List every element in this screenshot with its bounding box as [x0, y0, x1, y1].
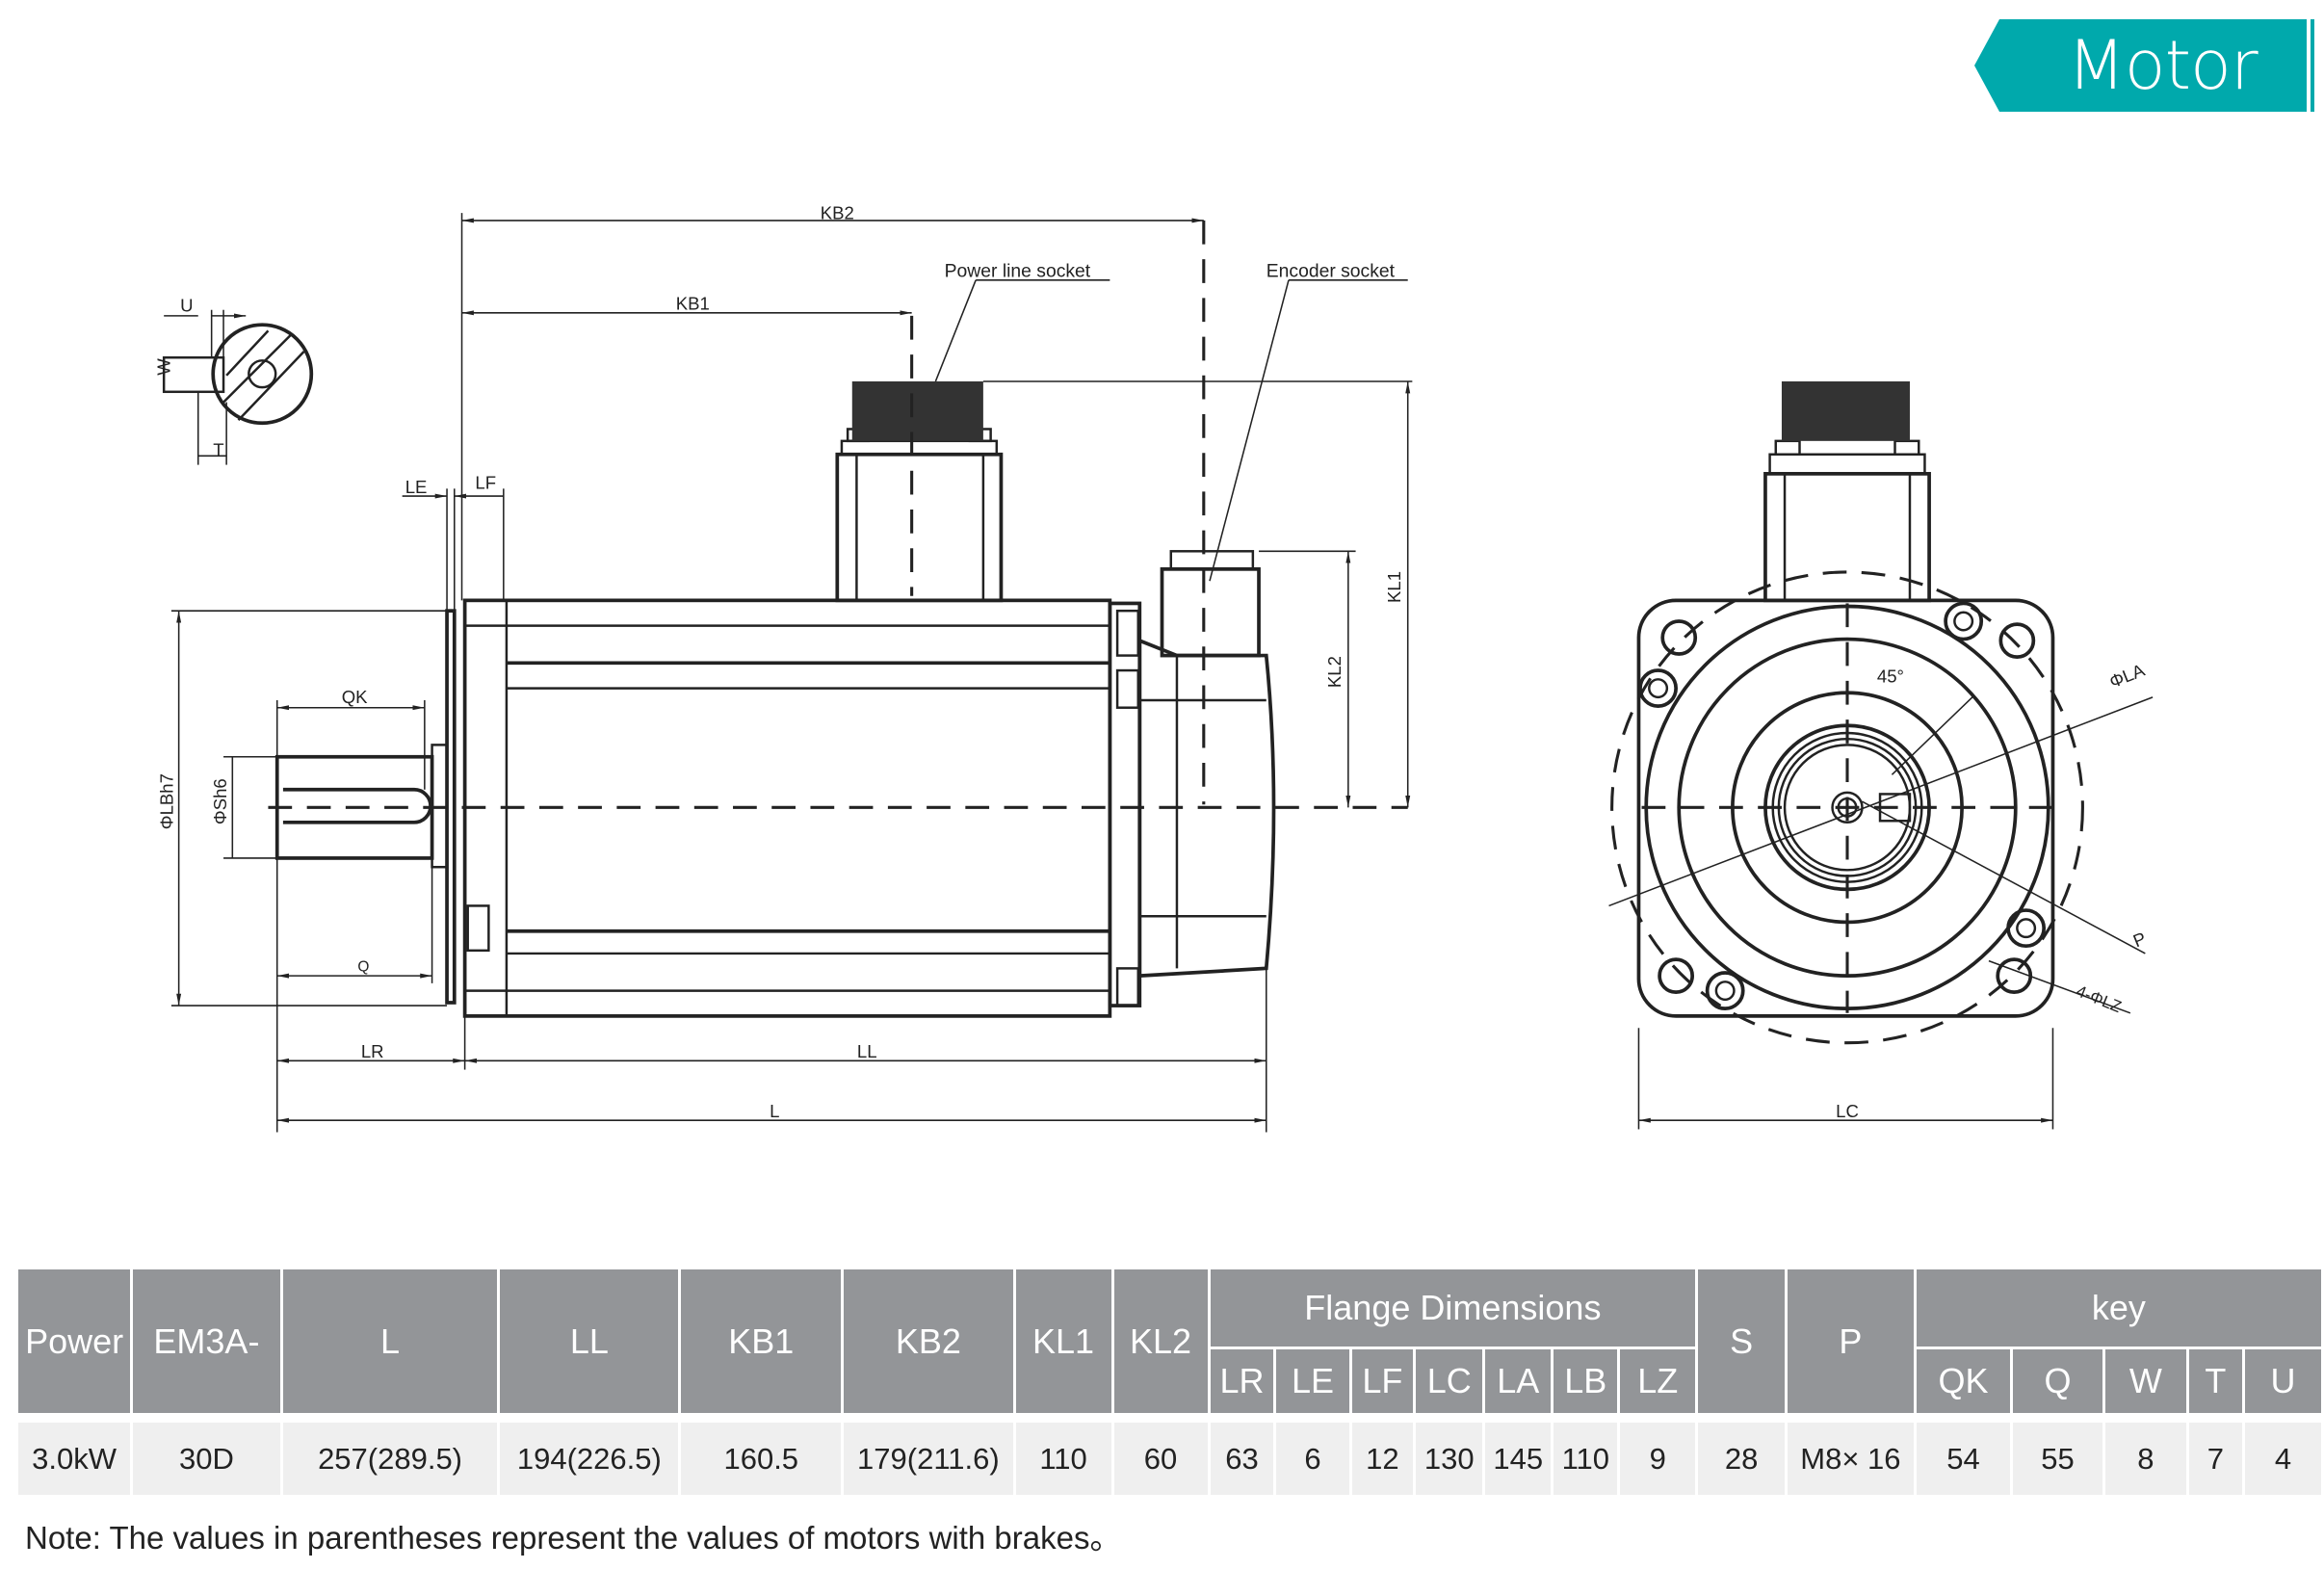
motor-size-badge: Motor size	[1974, 19, 2317, 197]
header-p: P	[1787, 1269, 1914, 1413]
cell-kl2: 60	[1113, 1423, 1208, 1495]
motor-front-view: 45° ΦLA P 4-ΦLZ LC	[1608, 380, 2154, 1130]
badge-title: Motor size	[2067, 26, 2258, 197]
motor-side-view	[268, 220, 1408, 1018]
cell-t: 7	[2188, 1423, 2242, 1495]
header-qk: QK	[1916, 1349, 2011, 1413]
cell-p: M8× 16	[1787, 1423, 1914, 1495]
header-ll: LL	[500, 1269, 679, 1413]
header-kb1: KB1	[681, 1269, 842, 1413]
cell-qk: 54	[1916, 1423, 2011, 1495]
svg-text:Q: Q	[357, 958, 369, 975]
svg-text:L: L	[770, 1101, 779, 1121]
cell-lf: 12	[1351, 1423, 1414, 1495]
svg-text:LR: LR	[361, 1041, 384, 1061]
header-t: T	[2188, 1349, 2242, 1413]
header-flange: Flange Dimensions	[1210, 1269, 1696, 1347]
header-model: EM3A-	[133, 1269, 280, 1413]
side-view-dimensions: KB2 KB1 Power line socket Encoder socket…	[156, 202, 1413, 1133]
svg-text:KB1: KB1	[676, 294, 710, 314]
svg-text:LC: LC	[1836, 1101, 1859, 1121]
badge-shape	[1974, 19, 2314, 112]
header-lr: LR	[1210, 1349, 1274, 1413]
header-u: U	[2244, 1349, 2321, 1413]
header-key: key	[1916, 1269, 2321, 1347]
header-lf: LF	[1351, 1349, 1414, 1413]
cell-la: 145	[1485, 1423, 1552, 1495]
svg-text:KL1: KL1	[1384, 571, 1404, 603]
svg-text:LL: LL	[857, 1041, 877, 1061]
svg-text:45°: 45°	[1877, 666, 1904, 686]
svg-text:Power line socket: Power line socket	[945, 262, 1091, 282]
cell-kb1: 160.5	[681, 1423, 842, 1495]
svg-text:T: T	[213, 439, 223, 459]
brake-note: Note: The values in parentheses represen…	[25, 1520, 1122, 1556]
cell-u: 4	[2244, 1423, 2321, 1495]
cell-le: 6	[1276, 1423, 1349, 1495]
header-kb2: KB2	[844, 1269, 1013, 1413]
cell-ll: 194(226.5)	[500, 1423, 679, 1495]
header-l: L	[282, 1269, 498, 1413]
cell-lc: 130	[1416, 1423, 1483, 1495]
table-row: 3.0kW 30D 257(289.5) 194(226.5) 160.5 17…	[18, 1423, 2321, 1495]
header-lb: LB	[1554, 1349, 1618, 1413]
svg-text:KB2: KB2	[821, 202, 854, 222]
header-w: W	[2104, 1349, 2186, 1413]
header-q: Q	[2013, 1349, 2102, 1413]
svg-text:LE: LE	[405, 477, 428, 497]
motor-dimension-drawing: U W T	[153, 202, 2154, 1133]
svg-text:LF: LF	[475, 472, 496, 492]
header-s: S	[1698, 1269, 1785, 1413]
cell-l: 257(289.5)	[282, 1423, 498, 1495]
header-kl2: KL2	[1113, 1269, 1208, 1413]
svg-text:ΦSh6: ΦSh6	[210, 778, 230, 824]
header-lc: LC	[1416, 1349, 1483, 1413]
cell-lz: 9	[1620, 1423, 1696, 1495]
svg-text:U: U	[180, 295, 193, 315]
motor-spec-table: Power EM3A- L LL KB1 KB2 KL1 KL2 Flange …	[15, 1267, 2324, 1498]
cell-q: 55	[2013, 1423, 2102, 1495]
header-le: LE	[1276, 1349, 1349, 1413]
svg-text:QK: QK	[342, 687, 368, 707]
cell-power: 3.0kW	[18, 1423, 131, 1495]
cell-lb: 110	[1554, 1423, 1618, 1495]
header-power: Power	[18, 1269, 131, 1413]
svg-text:4-ΦLZ: 4-ΦLZ	[2074, 981, 2124, 1016]
svg-text:KL2: KL2	[1324, 656, 1345, 688]
svg-text:Encoder socket: Encoder socket	[1266, 262, 1396, 282]
table-header-row: Power EM3A- L LL KB1 KB2 KL1 KL2 Flange …	[18, 1269, 2321, 1413]
power-socket-thread	[851, 380, 983, 441]
svg-text:ΦLA: ΦLA	[2106, 660, 2148, 693]
svg-text:W: W	[153, 358, 173, 376]
cell-model: 30D	[133, 1423, 280, 1495]
header-kl1: KL1	[1015, 1269, 1111, 1413]
cell-lr: 63	[1210, 1423, 1274, 1495]
cell-kl1: 110	[1015, 1423, 1111, 1495]
cell-w: 8	[2104, 1423, 2186, 1495]
header-lz: LZ	[1620, 1349, 1696, 1413]
table-subheader-row: LR LE LF LC LA LB LZ QK Q W T U	[18, 1349, 2321, 1413]
svg-text:ΦLBh7: ΦLBh7	[156, 773, 176, 829]
header-la: LA	[1485, 1349, 1552, 1413]
cell-s: 28	[1698, 1423, 1785, 1495]
shaft-key-section: U W T	[153, 295, 314, 465]
cell-kb2: 179(211.6)	[844, 1423, 1013, 1495]
front-socket-thread	[1781, 380, 1910, 441]
